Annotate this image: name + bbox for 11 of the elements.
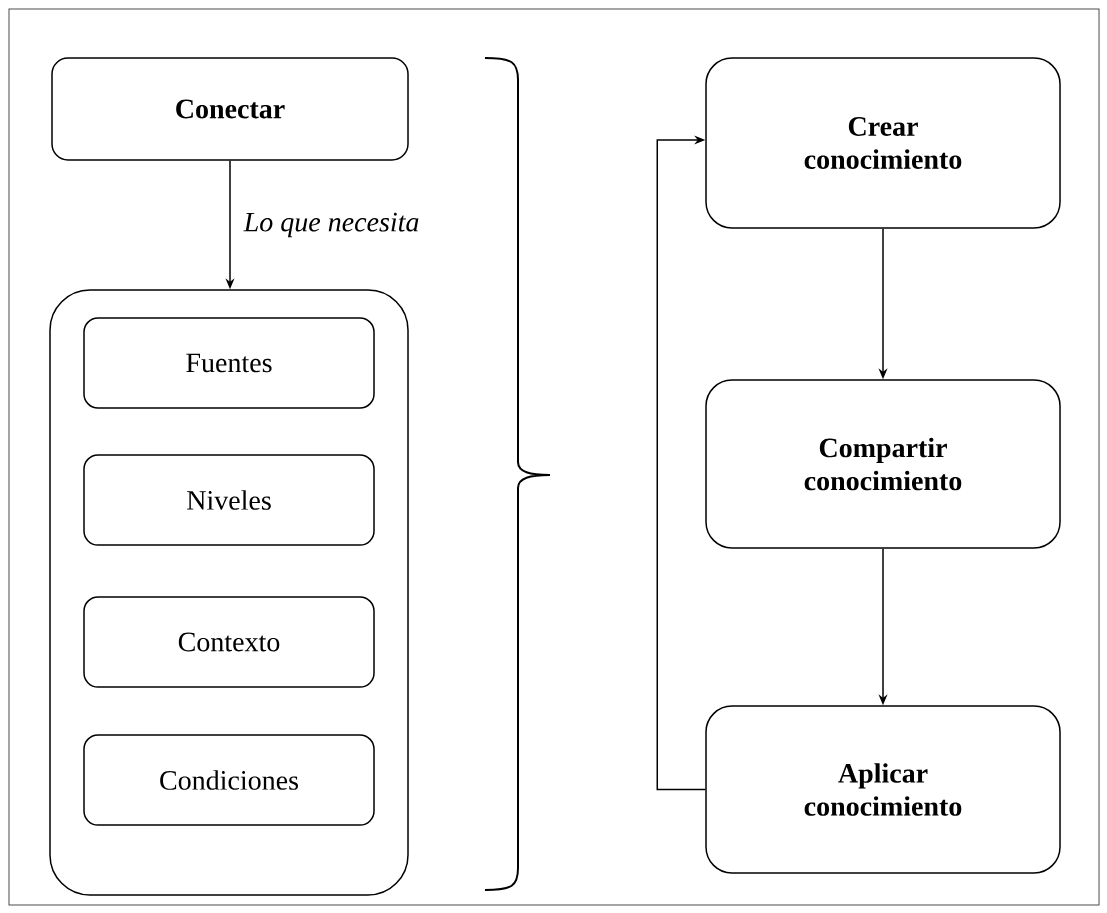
process-box: Aplicar conocimiento <box>705 705 1061 874</box>
item-box: Condiciones <box>83 734 375 826</box>
arrow <box>656 135 706 791</box>
process-box: Compartir conocimiento <box>705 379 1061 549</box>
edge-label: Lo que necesita <box>243 212 419 238</box>
process-box: Crear conocimiento <box>705 57 1061 229</box>
group-box <box>49 289 409 896</box>
item-box: Contexto <box>83 596 375 688</box>
item-box: Fuentes <box>83 317 375 409</box>
item-box: Niveles <box>83 454 375 546</box>
process-box: Conectar <box>51 57 409 161</box>
